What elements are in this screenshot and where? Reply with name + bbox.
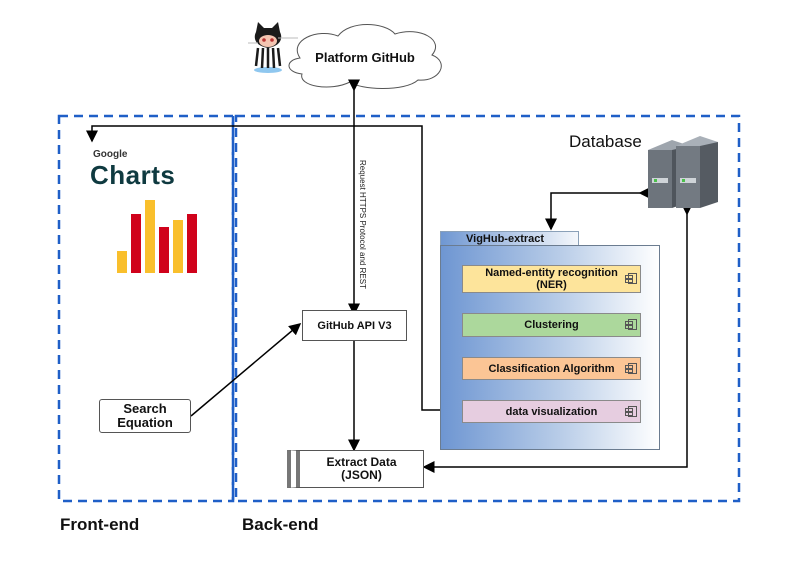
- database-label: Database: [569, 132, 642, 151]
- component-icon: [625, 362, 637, 374]
- component-ner-line1: Named-entity recognition: [485, 267, 618, 279]
- octocat-icon: [248, 22, 298, 73]
- component-ner-line2: (NER): [536, 279, 567, 291]
- component-classification-label: Classification Algorithm: [488, 362, 615, 375]
- extract-data-line1: Extract Data: [326, 455, 397, 469]
- logo-bar: [145, 200, 155, 273]
- github-api-box[interactable]: GitHub API V3: [302, 310, 407, 341]
- logo-bar: [131, 214, 141, 273]
- component-icon: [625, 319, 637, 330]
- component-ner[interactable]: Named-entity recognition (NER): [462, 265, 641, 293]
- component-icon: [625, 273, 637, 284]
- database-server-icon: [648, 136, 718, 208]
- charts-logo-bars: [117, 200, 197, 273]
- component-clustering-label: Clustering: [524, 319, 579, 331]
- request-protocol-label: Request HTTPS Protocol and REST: [358, 160, 367, 289]
- component-icon: [625, 405, 637, 417]
- component-classification[interactable]: Classification Algorithm: [462, 357, 641, 380]
- github-api-label: GitHub API V3: [317, 319, 392, 332]
- extract-data-line2: (JSON): [341, 468, 382, 482]
- logo-bar: [173, 220, 183, 273]
- search-equation-box[interactable]: Search Equation: [99, 399, 191, 433]
- front-end-label: Front-end: [60, 515, 140, 534]
- back-end-boundary: [234, 114, 741, 503]
- back-end-label: Back-end: [242, 515, 319, 534]
- cloud-shape: [288, 24, 442, 89]
- charts-logo-text: Charts: [90, 160, 176, 190]
- google-logo-text: Google: [93, 149, 128, 160]
- logo-bar: [117, 251, 127, 273]
- db-extract-connector: [422, 203, 693, 473]
- component-viz-label: data visualization: [505, 405, 598, 418]
- vighub-package-tab: VigHub-extract: [440, 231, 579, 245]
- front-end-boundary: [57, 114, 235, 503]
- component-clustering[interactable]: Clustering: [462, 313, 641, 337]
- logo-bar: [159, 227, 169, 273]
- search-equation-line1: Search: [123, 401, 167, 416]
- logo-bar: [187, 214, 197, 273]
- platform-github-label: Platform GitHub: [315, 50, 415, 65]
- db-package-connector: [545, 187, 651, 231]
- extract-data-box[interactable]: Extract Data (JSON): [287, 450, 424, 488]
- search-equation-line2: Equation: [117, 415, 173, 430]
- search-to-api-connector: [190, 323, 302, 417]
- component-data-visualization[interactable]: data visualization: [462, 400, 641, 423]
